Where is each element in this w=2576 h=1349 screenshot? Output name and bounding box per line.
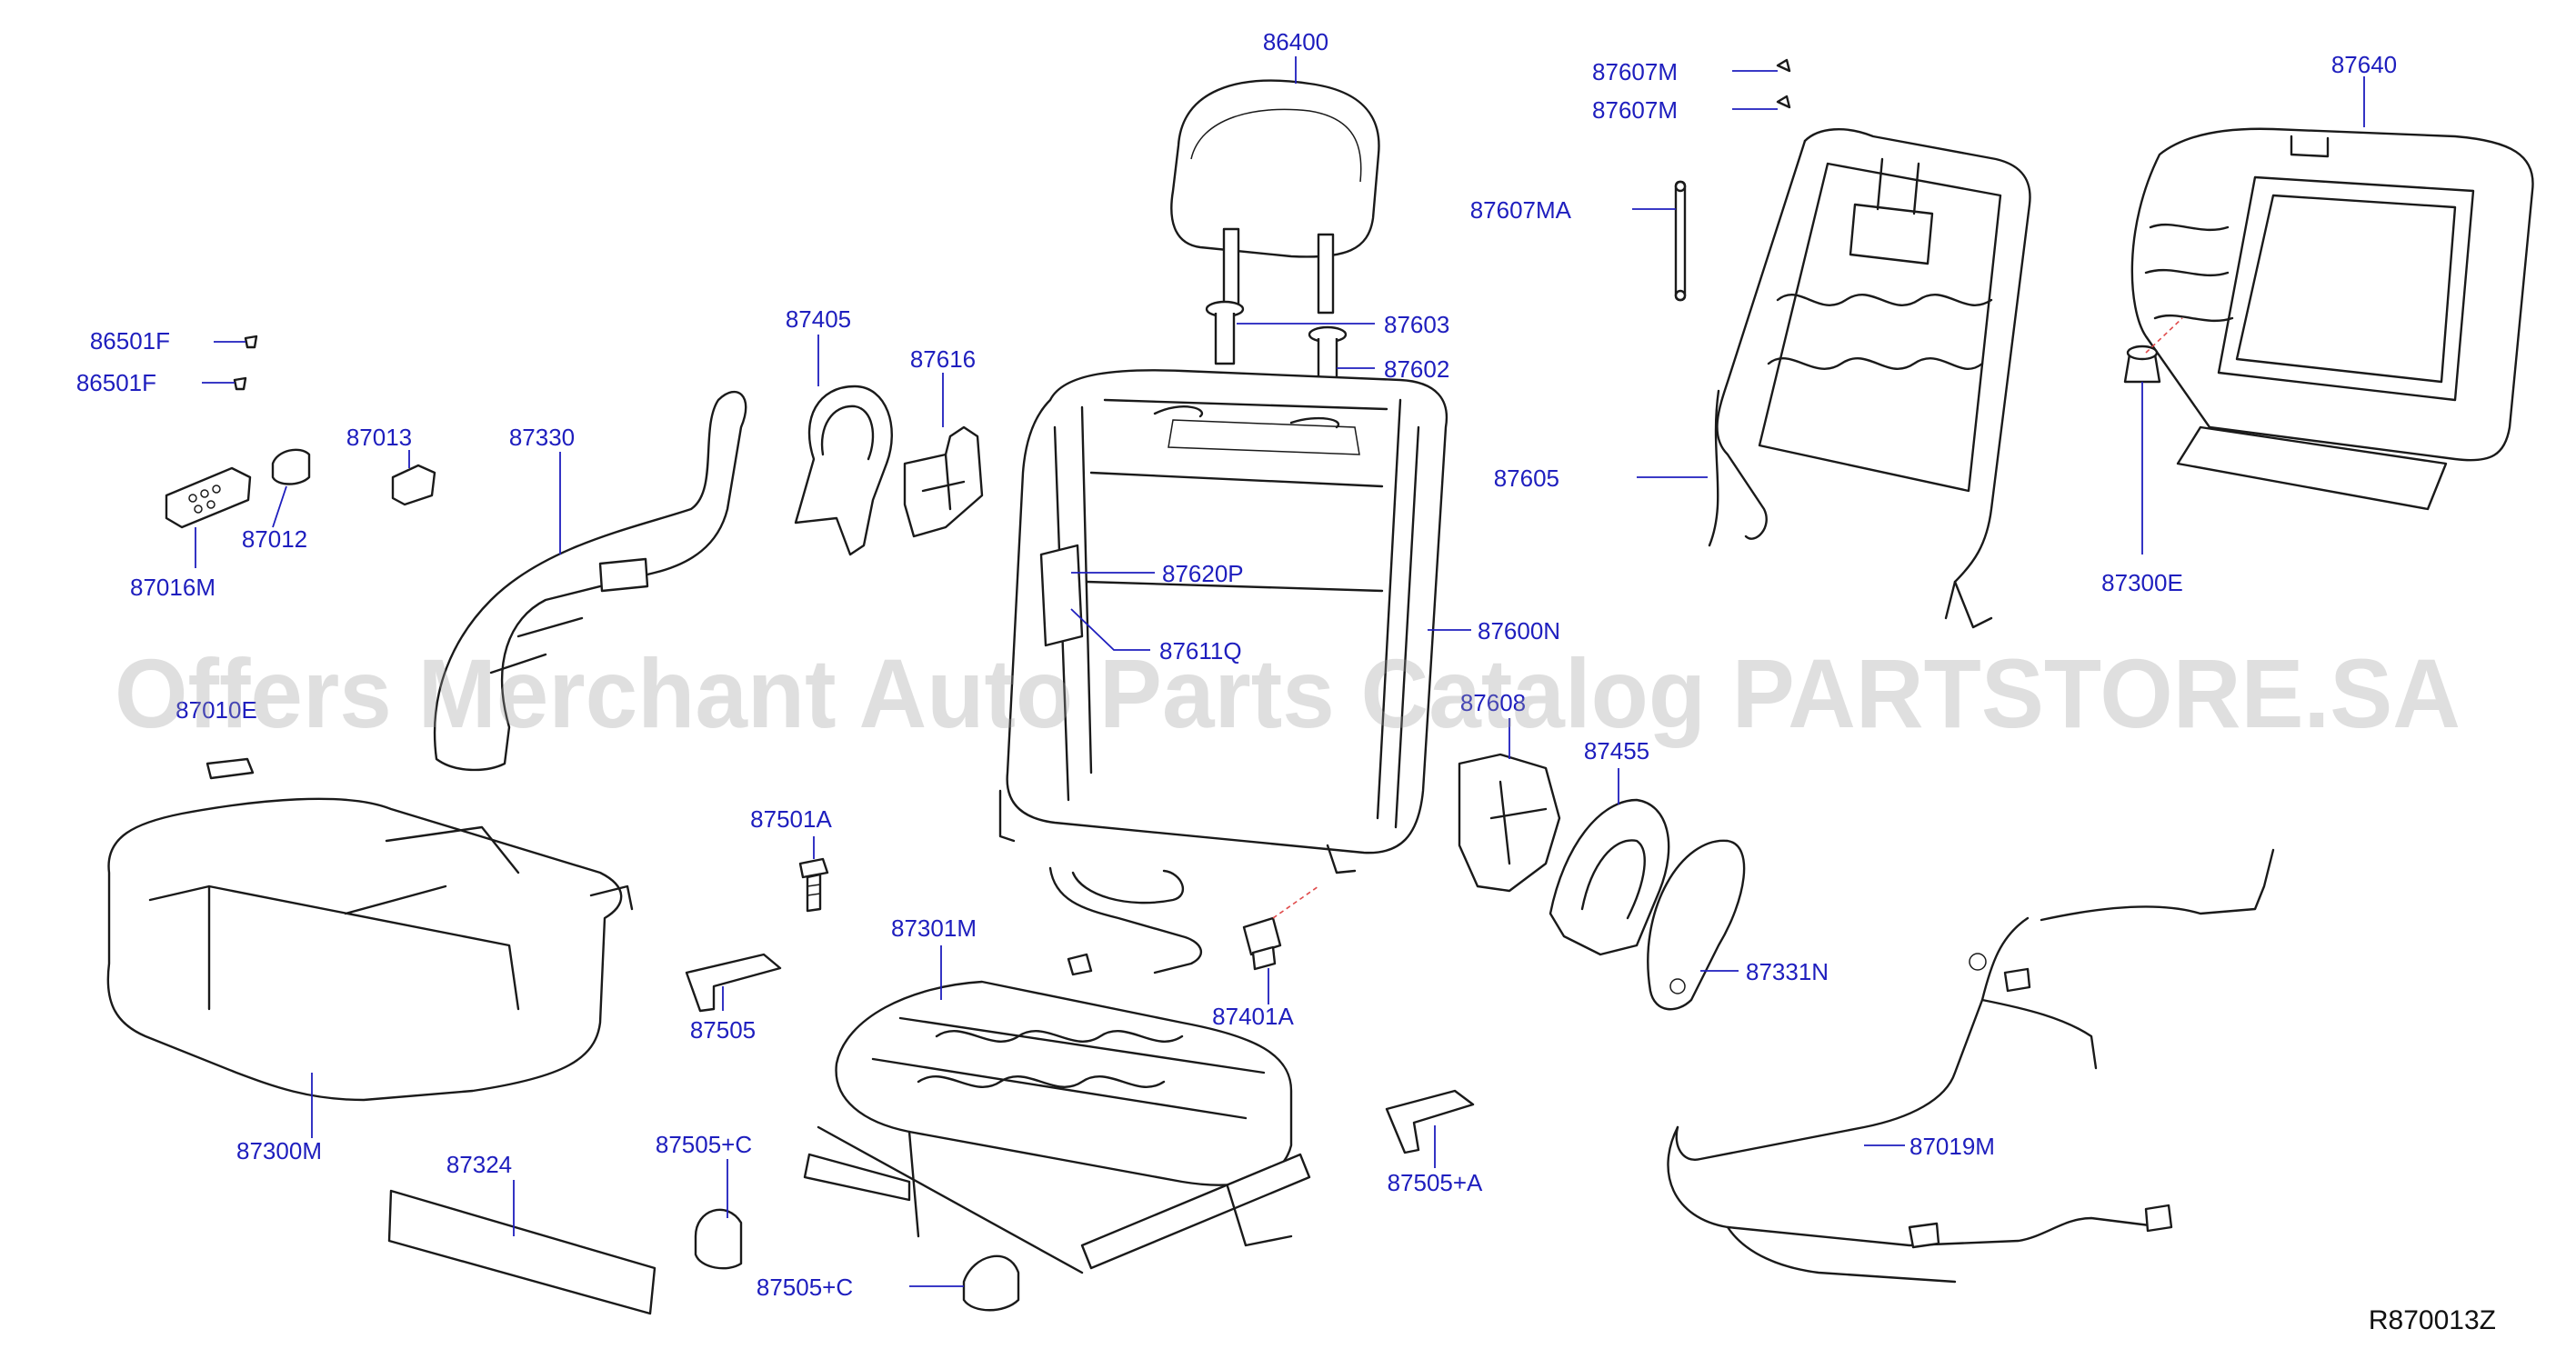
- label-87505A: 87505+A: [1388, 1169, 1483, 1196]
- leader-87611Q: [1070, 608, 1150, 651]
- rod-87607MA: [1674, 180, 1687, 302]
- headrest-86400: [1170, 79, 1380, 315]
- headrest-guide-87602: [1308, 325, 1348, 393]
- headrest-guide-87603: [1205, 300, 1245, 365]
- label-87501A: 87501A: [750, 805, 832, 833]
- harness-87401A-cable: [1048, 866, 1203, 976]
- label-87505C-2: 87505+C: [757, 1274, 853, 1301]
- label-87607MA: 87607MA: [1470, 196, 1572, 224]
- label-87300M: 87300M: [236, 1137, 322, 1164]
- label-87324: 87324: [446, 1151, 512, 1178]
- bolt-87501A: [798, 857, 829, 913]
- screw-87607M-b: [1776, 95, 1791, 109]
- screw-87607M-a: [1776, 58, 1791, 73]
- label-87013: 87013: [346, 424, 412, 451]
- label-87600N: 87600N: [1478, 617, 1560, 645]
- plug-87401A: [1242, 916, 1282, 971]
- cover-87455: [1549, 798, 1670, 956]
- cap-87505C-b: [962, 1254, 1020, 1312]
- cover-87608: [1458, 753, 1561, 893]
- label-87640: 87640: [2331, 51, 2397, 78]
- label-87505C-1: 87505+C: [656, 1131, 752, 1158]
- knob-86501F-a: [244, 335, 258, 349]
- bracket-87505: [685, 953, 782, 1013]
- label-87607M-2: 87607M: [1592, 96, 1678, 124]
- seat-cushion-87300M: [106, 797, 634, 1102]
- seat-back-panel-87640: [2130, 127, 2534, 511]
- diagram-code: R870013Z: [2369, 1305, 2496, 1335]
- label-87620P: 87620P: [1162, 560, 1244, 587]
- clip-87300E: [2123, 345, 2161, 384]
- seat-frame-87301M: [803, 980, 1311, 1274]
- label-87010E: 87010E: [175, 696, 257, 724]
- label-87616: 87616: [910, 345, 976, 373]
- label-86501F-2: 86501F: [76, 369, 156, 396]
- label-87301M: 87301M: [891, 914, 977, 942]
- bracket-87505A: [1385, 1089, 1475, 1154]
- dash-87401A: [1272, 885, 1319, 919]
- label-86400: 86400: [1263, 28, 1328, 55]
- label-87300E: 87300E: [2101, 569, 2183, 596]
- label-86501F-1: 86501F: [90, 327, 170, 355]
- label-87607M-1: 87607M: [1592, 58, 1678, 85]
- label-87611Q: 87611Q: [1159, 637, 1242, 665]
- label-87012: 87012: [242, 525, 307, 553]
- label-87331N: 87331N: [1746, 958, 1829, 985]
- label-87505: 87505: [690, 1016, 756, 1044]
- switch-87016M: [165, 466, 252, 529]
- knob-87013: [391, 464, 436, 506]
- knob-86501F-b: [233, 376, 247, 391]
- side-cover-87330: [433, 390, 747, 772]
- label-87603: 87603: [1384, 311, 1449, 338]
- label-87455: 87455: [1584, 737, 1649, 764]
- watermark-text: Offers Merchant Auto Parts Catalog PARTS…: [115, 638, 2461, 748]
- label-87602: 87602: [1384, 355, 1449, 383]
- label-87019M: 87019M: [1909, 1133, 1995, 1160]
- label-87016M: 87016M: [130, 574, 216, 601]
- label-87605: 87605: [1494, 465, 1559, 492]
- cover-87405: [794, 385, 893, 556]
- label-87401A: 87401A: [1212, 1003, 1294, 1030]
- trim-87324: [387, 1189, 657, 1315]
- label-87330: 87330: [509, 424, 575, 451]
- seat-back-87600N: [998, 369, 1448, 874]
- knob-87012: [271, 448, 311, 485]
- knob-cover-87331N: [1647, 839, 1746, 1011]
- seat-back-frame-87605: [1708, 128, 2031, 629]
- cover-87616: [903, 425, 984, 538]
- leader-87012: [272, 485, 287, 528]
- cap-87505C-a: [694, 1208, 743, 1270]
- label-87405: 87405: [786, 305, 851, 333]
- label-87608: 87608: [1460, 689, 1526, 716]
- dash-87300E: [2145, 317, 2183, 354]
- knob-87010E: [205, 757, 255, 780]
- harness-87019M: [1667, 848, 2275, 1284]
